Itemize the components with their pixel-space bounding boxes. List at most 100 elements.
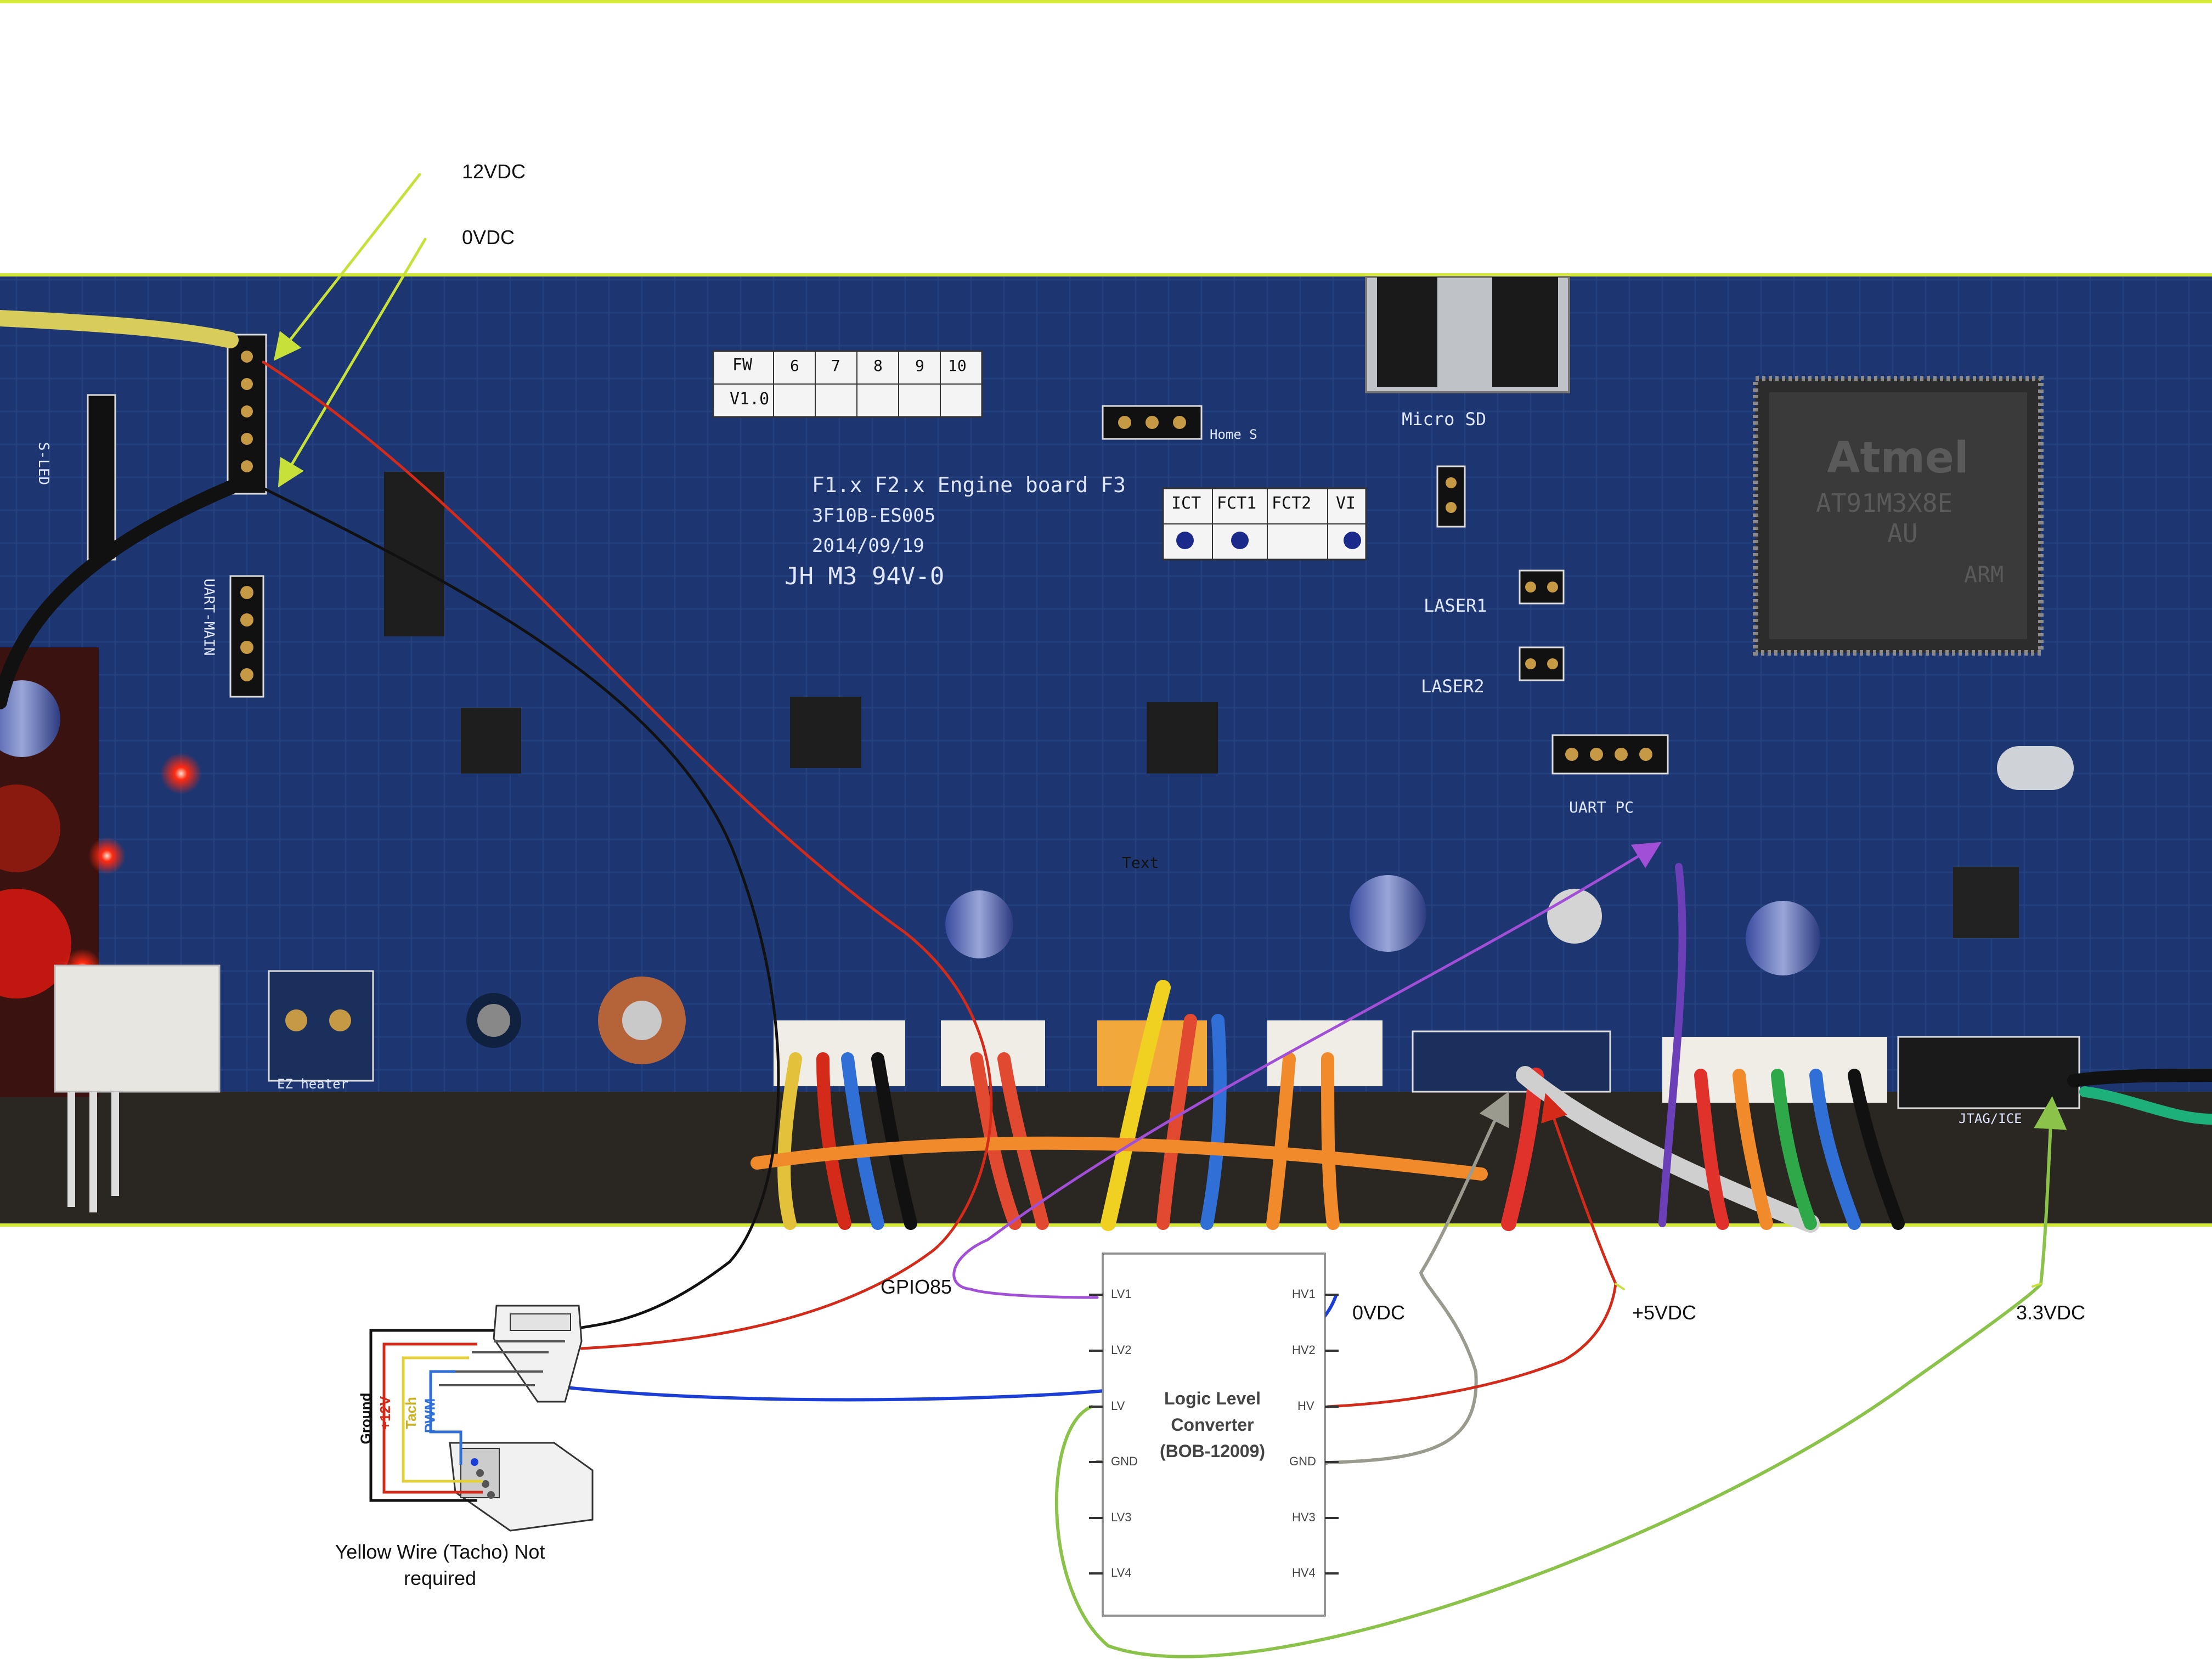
ez-heater-header — [268, 970, 374, 1082]
capacitor — [1746, 901, 1820, 975]
crystal — [1997, 746, 2074, 790]
pin-hv3: HV3 — [1292, 1510, 1316, 1524]
uart-main-header — [229, 575, 264, 698]
level-converter-title-line1: Logic Level — [1164, 1389, 1261, 1408]
uart-pc-label: UART PC — [1569, 798, 1634, 816]
black-ground-wire — [251, 481, 780, 1329]
5vdc-label: +5VDC — [1632, 1301, 1697, 1324]
fan-wire-pwm-label: PWM — [421, 1398, 438, 1434]
level-converter-diagram — [1089, 1252, 1339, 1617]
3v3-label: 3.3VDC — [2016, 1301, 2086, 1324]
laser2-header — [1519, 646, 1565, 681]
uart-main-label: UART-MAIN — [200, 578, 217, 656]
jst-connector — [941, 1020, 1045, 1086]
header-connector — [1551, 734, 1669, 775]
fw-col-6: 6 — [790, 357, 799, 375]
chip-brand: Atmel — [1827, 433, 1969, 483]
capacitor — [0, 889, 71, 998]
board-title-line1: F1.x F2.x Engine board F3 — [812, 473, 1126, 497]
chip-suffix: AU — [1887, 518, 1918, 548]
12vdc-pointer-arrow — [273, 173, 421, 361]
ez-heater-label: EZ heater — [277, 1076, 349, 1092]
led-indicator — [160, 753, 202, 794]
capacitor — [0, 785, 60, 872]
header-connector — [1102, 405, 1203, 440]
fan-pwm-line — [429, 1370, 462, 1465]
pin-lv1: LV1 — [1111, 1287, 1132, 1301]
capacitor — [1350, 875, 1426, 952]
pin-hv-gnd: GND — [1289, 1454, 1316, 1468]
level-converter-title-line2: Converter — [1171, 1415, 1254, 1435]
red-5v-wire — [1326, 1093, 1617, 1408]
check-fct2: FCT2 — [1272, 494, 1312, 513]
fan-tach-line — [402, 1356, 483, 1483]
green-3v3-wire — [1054, 1096, 2067, 1658]
0vdc-right-label: 0VDC — [1352, 1301, 1406, 1324]
ic-chip — [1147, 702, 1218, 774]
capacitor — [0, 680, 60, 757]
s-led-header — [87, 394, 116, 561]
pin-lv-gnd: GND — [1111, 1454, 1138, 1468]
0vdc-top-label: 0VDC — [462, 226, 515, 249]
laser1-label: LASER1 — [1424, 595, 1487, 616]
board-title-line2: 3F10B-ES005 — [812, 505, 936, 527]
fan-note-label: Yellow Wire (Tacho) Not required — [335, 1541, 545, 1589]
led-indicator — [88, 837, 126, 874]
pin-hv2: HV2 — [1292, 1343, 1316, 1357]
pin-lv: LV — [1111, 1399, 1125, 1413]
fw-col-7: 7 — [831, 357, 840, 375]
j105-header — [1412, 1030, 1611, 1093]
5vdc-label-pointer — [1615, 1283, 1625, 1290]
pin-hv: HV — [1297, 1399, 1314, 1413]
fw-col-8: 8 — [873, 357, 883, 375]
ic-chip — [1953, 867, 2019, 938]
fan-wire-tach-label: Tach — [402, 1397, 419, 1429]
fan-12v-line — [382, 1342, 483, 1494]
board-marking: JH M3 94V-0 — [785, 562, 945, 590]
top-highlight-line — [0, 0, 2212, 3]
fan-ground-line — [369, 1329, 494, 1502]
capacitor — [945, 890, 1013, 958]
gpio85-label: GPIO85 — [881, 1276, 952, 1298]
pin-lv3: LV3 — [1111, 1510, 1132, 1524]
fw-col-9: 9 — [915, 357, 924, 375]
home-label: Home S — [1210, 427, 1257, 442]
fan-wire-12v-label: +12V — [377, 1396, 394, 1430]
check-vi: VI — [1336, 494, 1356, 513]
text-marker-label: Text — [1122, 854, 1159, 872]
board-date: 2014/09/19 — [812, 535, 924, 557]
chip-part: AT91M3X8E — [1816, 488, 1953, 518]
chip-arm: ARM — [1964, 562, 2004, 588]
header-connector — [1436, 465, 1466, 528]
check-ict: ICT — [1171, 494, 1201, 513]
capacitor — [1547, 889, 1602, 944]
jtag-label: JTAG/ICE — [1959, 1111, 2022, 1126]
micro-sd-label: Micro SD — [1402, 409, 1487, 430]
fan-wire-ground-label: Ground — [357, 1392, 374, 1444]
check-fct1: FCT1 — [1217, 494, 1257, 513]
power-header — [227, 334, 267, 495]
fw-label-text: FW — [732, 356, 753, 375]
fw-col-10: 10 — [948, 357, 967, 375]
red-12v-wire — [262, 360, 993, 1350]
pin-lv4: LV4 — [1111, 1566, 1132, 1579]
board-wires — [0, 310, 2212, 1233]
fan-connector-diagram — [369, 1305, 594, 1532]
ic-chip — [461, 708, 521, 774]
annotation-wires — [251, 173, 2067, 1658]
level-converter-title: Logic Level Converter (BOB-12009) — [1130, 1385, 1295, 1464]
fw-version: V1.0 — [730, 390, 770, 409]
pin-hv1: HV1 — [1292, 1287, 1316, 1301]
0vdc-pointer-arrow — [278, 238, 427, 488]
12vdc-label: 12VDC — [462, 160, 526, 183]
jtag-header — [1897, 1036, 2080, 1109]
pin-hv4: HV4 — [1292, 1566, 1316, 1579]
laser1-header — [1519, 569, 1565, 605]
purple-gpio-wire — [952, 842, 1662, 1299]
pcb-photo — [0, 273, 2212, 1233]
s-led-label: S-LED — [35, 442, 52, 486]
3v3-label-pointer — [2032, 1283, 2042, 1288]
pin-lv2: LV2 — [1111, 1343, 1132, 1357]
